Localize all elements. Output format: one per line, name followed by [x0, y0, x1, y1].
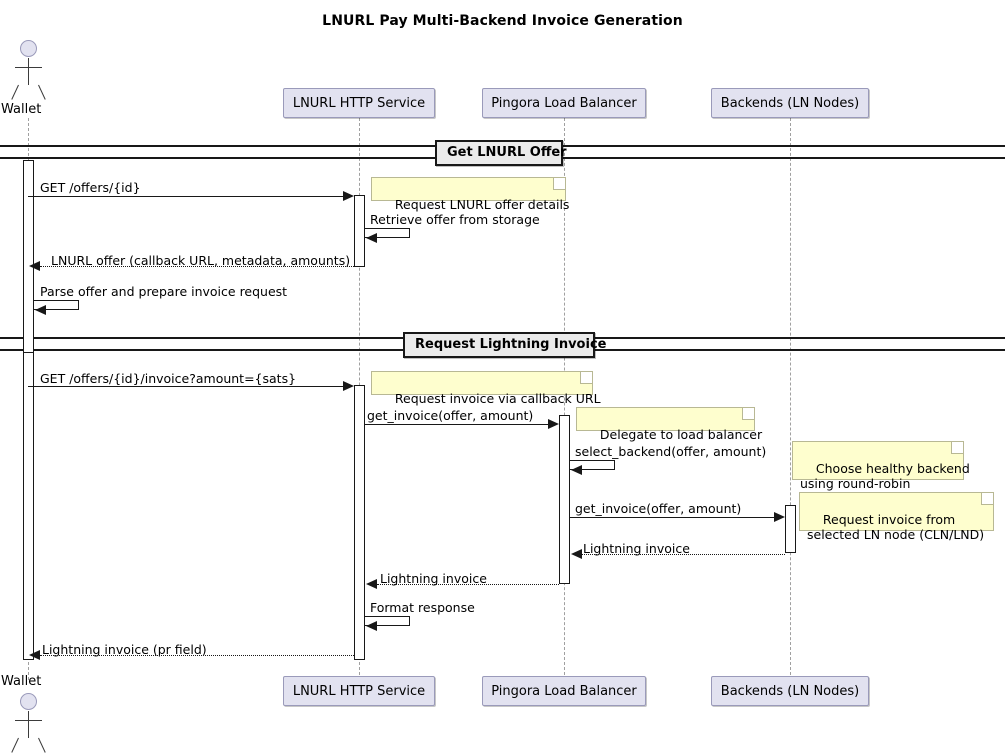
activation-wallet-1 — [23, 160, 34, 360]
message-label-m11: Format response — [370, 600, 475, 615]
message-line-m9 — [582, 554, 785, 555]
message-arrow-m7 — [571, 465, 582, 475]
message-arrow-m1 — [343, 191, 354, 201]
participant-backends-top[interactable]: Backends (LN Nodes) — [711, 88, 869, 118]
message-label-m8: get_invoice(offer, amount) — [575, 501, 742, 516]
actor-head-icon — [20, 40, 37, 57]
note-fold-corner-icon — [580, 372, 592, 384]
note-fold-corner-icon — [981, 493, 993, 505]
activation-wallet-2 — [23, 352, 34, 660]
participant-lb-top[interactable]: Pingora Load Balancer — [482, 88, 646, 118]
note-delegate-to-load-balancer: Delegate to load balancer — [576, 407, 762, 442]
message-label-m3: LNURL offer (callback URL, metadata, amo… — [51, 253, 351, 268]
actor-leg-left-icon — [11, 84, 19, 100]
section-divider-request-lightning-invoice: Request Lightning Invoice — [403, 332, 606, 358]
message-arrow-m3 — [29, 261, 40, 271]
note-fold-corner-icon — [553, 178, 565, 190]
activation-lb-1 — [559, 415, 570, 584]
message-label-m2: Retrieve offer from storage — [370, 212, 540, 227]
message-label-m7: select_backend(offer, amount) — [575, 444, 767, 459]
message-label-m10: Lightning invoice — [380, 571, 487, 586]
message-selfloop-m2 — [364, 228, 410, 238]
message-label-m1: GET /offers/{id} — [40, 180, 141, 195]
actor-leg-left-icon — [11, 737, 19, 753]
actor-arms-icon — [15, 67, 42, 68]
message-label-m9: Lightning invoice — [583, 541, 690, 556]
participant-http-bottom[interactable]: LNURL HTTP Service — [283, 676, 435, 706]
actor-head-icon — [20, 693, 37, 710]
message-arrow-m11 — [366, 621, 377, 631]
message-arrow-m2 — [366, 233, 377, 243]
activation-http-2 — [354, 385, 365, 660]
message-arrow-m10 — [366, 579, 377, 589]
message-label-m4: Parse offer and prepare invoice request — [40, 284, 288, 299]
message-selfloop-m4 — [33, 300, 79, 310]
note-request-lnurl-offer-details: Request LNURL offer details — [371, 177, 569, 212]
message-line-m12 — [40, 655, 354, 656]
note-fold-corner-icon — [742, 408, 754, 420]
section-divider-get-lnurl-offer: Get LNURL Offer — [435, 140, 567, 166]
note-fold-corner-icon — [951, 442, 963, 454]
message-line-m8 — [570, 517, 774, 518]
actor-arms-icon — [15, 720, 42, 721]
message-line-m5 — [28, 386, 343, 387]
message-selfloop-m11 — [364, 616, 410, 626]
note-text: Request invoice via callback URL — [394, 391, 601, 406]
participant-backends-bottom[interactable]: Backends (LN Nodes) — [711, 676, 869, 706]
note-text: Request LNURL offer details — [394, 197, 570, 212]
activation-backends-1 — [785, 505, 796, 553]
message-arrow-m4 — [35, 305, 46, 315]
note-text: Delegate to load balancer — [599, 427, 763, 442]
actor-wallet-bottom: Wallet — [0, 674, 60, 756]
message-label-m12: Lightning invoice (pr field) — [42, 642, 207, 657]
actor-leg-right-icon — [38, 737, 46, 753]
note-request-invoice-from-selected-ln-node: Request invoice from selected LN node (C… — [799, 492, 994, 542]
message-label-m6: get_invoice(offer, amount) — [367, 408, 534, 423]
note-text: Request invoice from selected LN node (C… — [807, 512, 985, 542]
diagram-title: LNURL Pay Multi-Backend Invoice Generati… — [322, 13, 683, 29]
note-request-invoice-via-callback-url: Request invoice via callback URL — [371, 371, 601, 406]
participant-http-top[interactable]: LNURL HTTP Service — [283, 88, 435, 118]
message-arrow-m6 — [548, 419, 559, 429]
note-choose-healthy-backend: Choose healthy backend using round-robin — [792, 441, 970, 491]
participant-lb-bottom[interactable]: Pingora Load Balancer — [482, 676, 646, 706]
message-line-m3 — [40, 266, 354, 267]
actor-label-wallet-top: Wallet — [1, 102, 42, 117]
actor-body-icon — [28, 58, 29, 85]
message-line-m1 — [28, 196, 343, 197]
actor-body-icon — [28, 711, 29, 738]
message-arrow-m9 — [571, 549, 582, 559]
message-line-m6 — [365, 424, 548, 425]
actor-leg-right-icon — [38, 84, 46, 100]
message-arrow-m8 — [774, 512, 785, 522]
message-selfloop-m7 — [569, 460, 615, 470]
lifeline-lb — [564, 118, 565, 675]
actor-label-wallet-bottom: Wallet — [1, 674, 42, 689]
activation-http-1 — [354, 195, 365, 267]
message-line-m10 — [377, 584, 559, 585]
message-label-m5: GET /offers/{id}/invoice?amount={sats} — [40, 371, 297, 386]
actor-wallet-top: Wallet — [0, 40, 60, 120]
message-arrow-m5 — [343, 381, 354, 391]
note-text: Choose healthy backend using round-robin — [800, 461, 970, 491]
message-arrow-m12 — [29, 650, 40, 660]
lifeline-backends — [790, 118, 791, 675]
